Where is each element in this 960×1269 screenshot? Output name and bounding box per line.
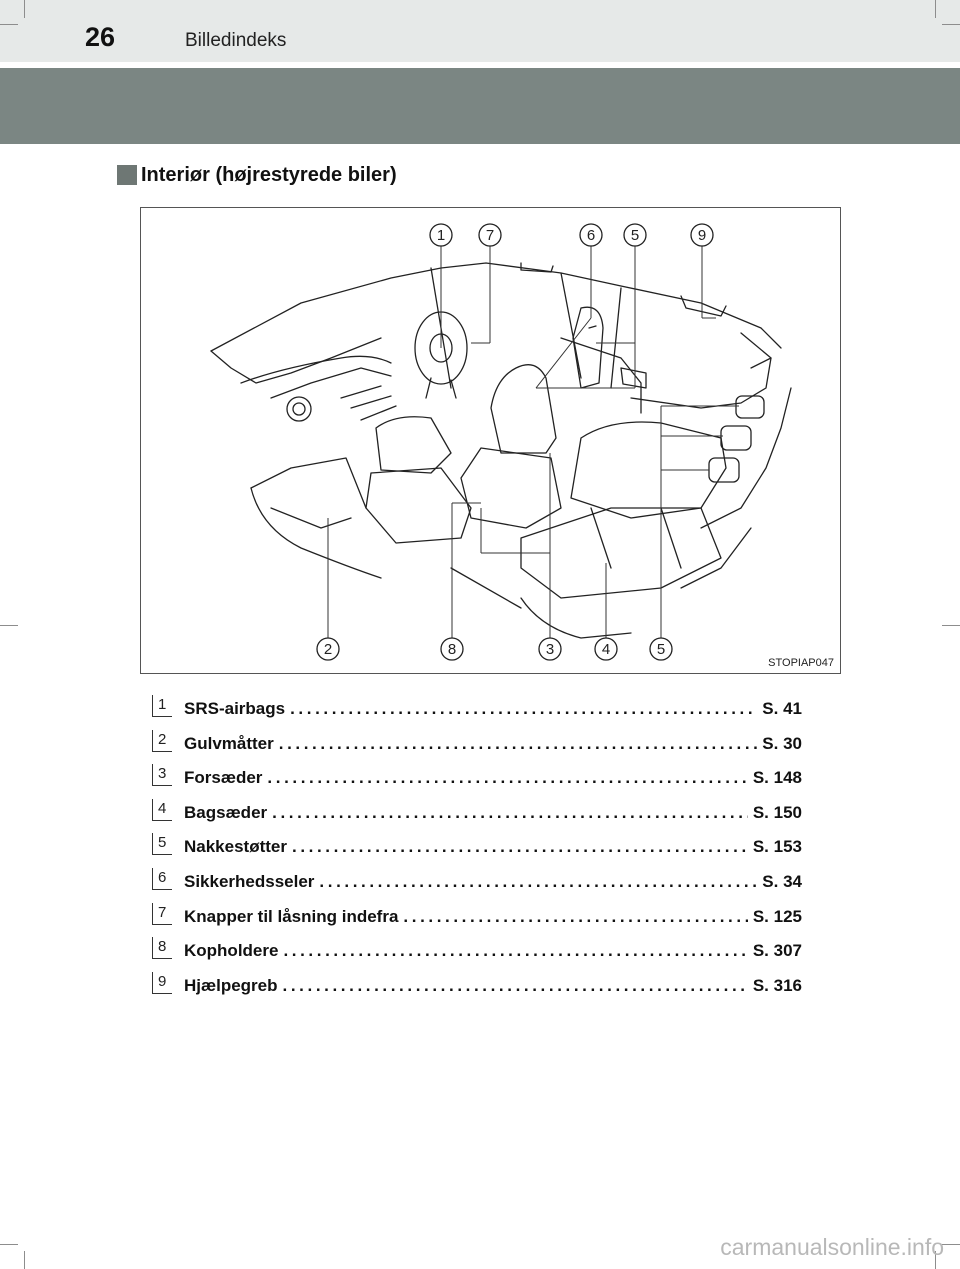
list-item: 9 Hjælpegreb ...........................… <box>152 971 812 1006</box>
page-ref[interactable]: S. 316 <box>752 975 802 995</box>
car-interior-drawing: 1 7 6 5 9 2 8 3 4 5 <box>210 223 792 661</box>
page-ref[interactable]: S. 34 <box>762 871 802 891</box>
section-title: Billedindeks <box>185 30 287 51</box>
callout-label: 5 <box>631 227 639 244</box>
crop-mark <box>942 625 960 626</box>
callout-label: 4 <box>602 641 610 658</box>
heading-marker-icon <box>117 165 137 185</box>
item-number: 3 <box>152 764 172 787</box>
callout-bottom-8 <box>440 637 464 661</box>
leader-dots: ........................................… <box>278 733 758 753</box>
page-ref[interactable]: S. 153 <box>752 837 802 857</box>
item-label: Nakkestøtter <box>184 837 287 857</box>
crop-mark <box>942 24 960 25</box>
page-ref[interactable]: S. 41 <box>762 699 802 718</box>
callout-bottom-2 <box>316 637 340 661</box>
item-label: Knapper til låsning indefra <box>184 906 399 926</box>
leader-dots: ........................................… <box>292 837 748 857</box>
callout-bottom-4 <box>594 637 618 661</box>
callout-bottom-3 <box>538 637 562 661</box>
leader-dots: ........................................… <box>290 699 757 718</box>
callout-label: 8 <box>448 641 456 658</box>
item-label: Sikkerhedsseler <box>184 871 315 891</box>
list-item: 7 Knapper til låsning indefra ..........… <box>152 902 812 937</box>
crop-mark <box>935 1251 936 1269</box>
crop-mark <box>24 1251 25 1269</box>
watermark: carmanualsonline.info <box>720 1234 944 1260</box>
callout-label: 9 <box>698 227 706 244</box>
item-number: 8 <box>152 937 172 960</box>
decorative-bar <box>0 68 960 144</box>
item-number: 1 <box>152 695 172 717</box>
callout-top-7 <box>478 223 502 247</box>
leader-dots: ........................................… <box>319 871 757 891</box>
callout-bottom-5 <box>649 637 673 661</box>
crop-mark <box>0 1244 18 1245</box>
list-item: 6 Sikkerhedsseler ......................… <box>152 867 812 902</box>
callout-label: 2 <box>324 641 332 658</box>
callout-label: 3 <box>546 641 554 658</box>
item-number: 2 <box>152 729 172 752</box>
page-ref[interactable]: S. 148 <box>752 768 802 788</box>
index-list: 1 SRS-airbags ..........................… <box>152 694 812 1005</box>
crop-mark <box>24 0 25 18</box>
item-number: 4 <box>152 798 172 821</box>
item-number: 9 <box>152 971 172 994</box>
callout-label: 1 <box>437 227 445 244</box>
callout-label: 5 <box>657 641 665 658</box>
callout-top-6 <box>579 223 603 247</box>
crop-mark <box>0 625 18 626</box>
callout-top-9 <box>690 223 714 247</box>
callout-top-5 <box>623 223 647 247</box>
page-number: 26 <box>85 22 116 52</box>
list-item: 4 Bagsæder .............................… <box>152 798 812 833</box>
figure-code: STOPIAP047 <box>768 657 834 669</box>
item-label: Gulvmåtter <box>184 733 274 753</box>
item-number: 5 <box>152 833 172 856</box>
callout-label: 7 <box>486 227 494 244</box>
item-label: Hjælpegreb <box>184 975 278 995</box>
leader-dots: ........................................… <box>272 802 748 822</box>
crop-mark <box>935 0 936 18</box>
callout-top-1 <box>429 223 453 247</box>
crop-mark <box>0 24 18 25</box>
section-heading: Interiør (højrestyrede biler) <box>117 162 397 188</box>
item-label: Bagsæder <box>184 802 268 822</box>
item-number: 7 <box>152 902 172 925</box>
list-item: 1 SRS-airbags ..........................… <box>152 694 812 729</box>
leader-dots: ........................................… <box>283 941 748 961</box>
page-ref[interactable]: S. 150 <box>752 802 802 822</box>
interior-illustration: 1 7 6 5 9 2 8 3 4 5 STOPIAP047 <box>140 207 841 674</box>
item-number: 6 <box>152 867 172 890</box>
leader-dots: ........................................… <box>403 906 748 926</box>
list-item: 8 Kopholdere ...........................… <box>152 936 812 971</box>
callout-label: 6 <box>587 227 595 244</box>
list-item: 2 Gulvmåtter ...........................… <box>152 729 812 764</box>
page-ref[interactable]: S. 125 <box>752 906 802 926</box>
leader-dots: ........................................… <box>267 768 747 788</box>
header-band <box>0 0 960 62</box>
crop-mark <box>942 1244 960 1245</box>
item-label: Kopholdere <box>184 941 279 961</box>
list-item: 3 Forsæder .............................… <box>152 763 812 798</box>
heading-title: Interiør (højrestyrede biler) <box>141 163 397 186</box>
item-label: SRS-airbags <box>184 699 286 718</box>
page-ref[interactable]: S. 30 <box>762 733 802 753</box>
leader-dots: ........................................… <box>282 975 748 995</box>
page-ref[interactable]: S. 307 <box>752 941 802 961</box>
item-label: Forsæder <box>184 768 263 788</box>
list-item: 5 Nakkestøtter .........................… <box>152 832 812 867</box>
